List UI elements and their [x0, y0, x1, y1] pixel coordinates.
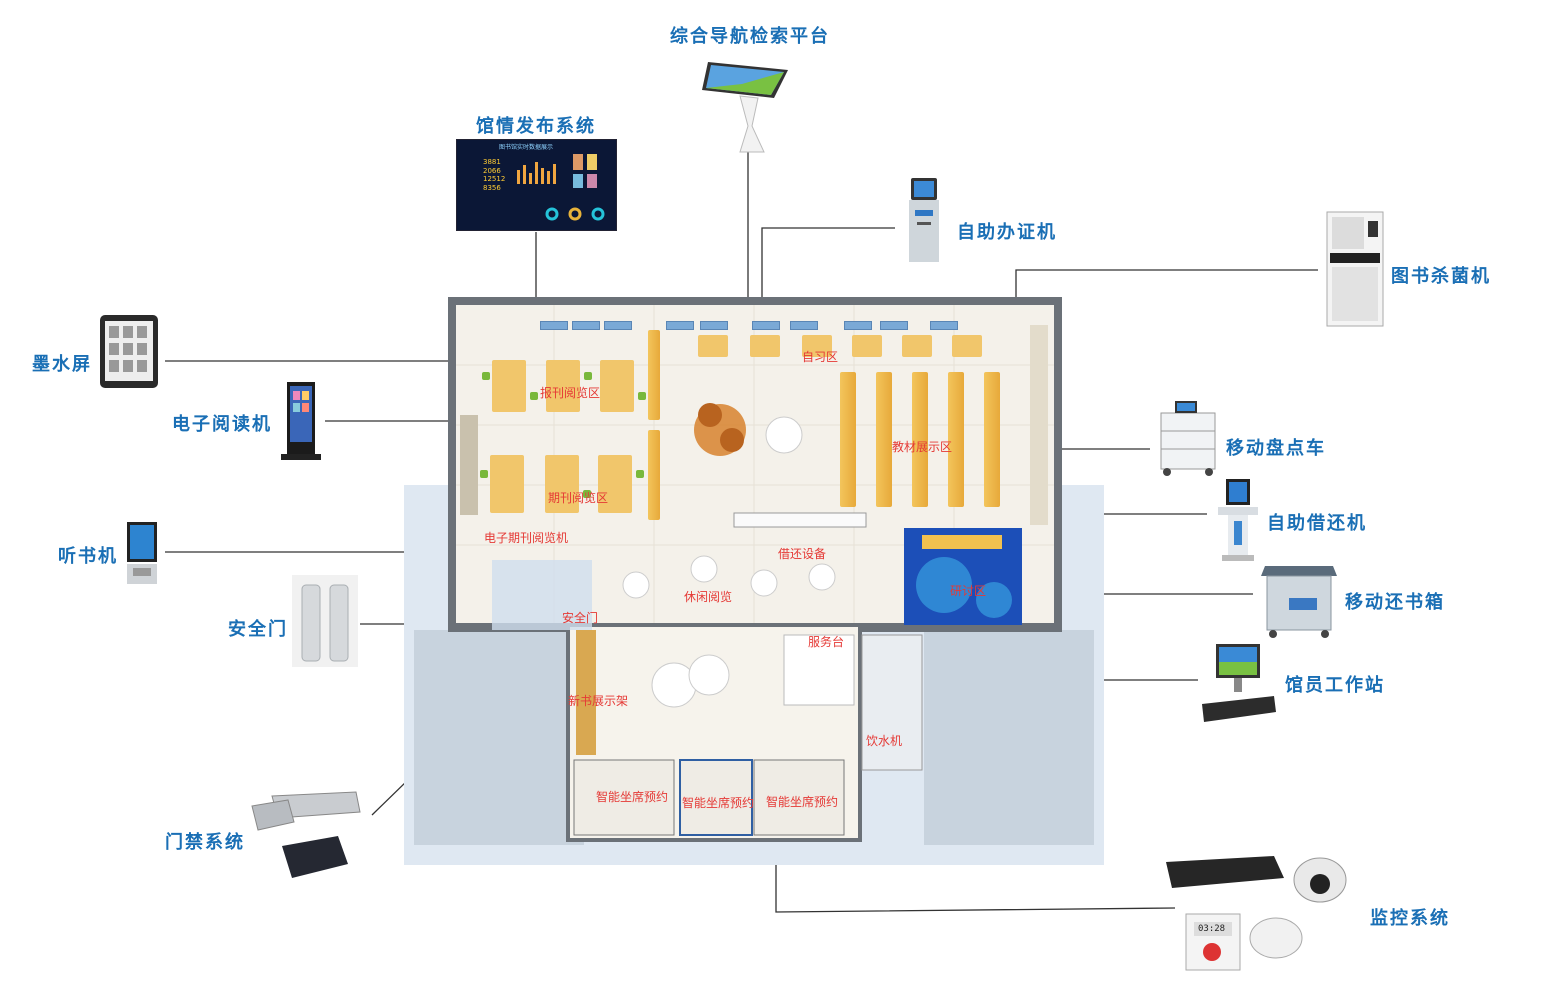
chair — [636, 470, 644, 478]
zone-borrow-device: 借还设备 — [778, 547, 827, 561]
reading-table — [545, 455, 579, 513]
zone-seat-2: 智能坐席预约 — [682, 796, 755, 810]
window — [930, 321, 958, 330]
zone-gate: 安全门 — [562, 611, 599, 625]
callout-librarian-station: 馆员工作站 — [1285, 675, 1385, 696]
zone-water: 饮水机 — [866, 734, 903, 748]
info-release-screen: 图书馆实时数据展示 3881 2066 12512 8356 — [456, 139, 617, 231]
study-table — [902, 335, 932, 357]
zone-e-periodical: 电子期刊阅览机 — [484, 531, 569, 545]
ink-screen-image — [99, 314, 159, 389]
study-table — [952, 335, 982, 357]
textbook-shelf — [876, 372, 892, 507]
audio-book-image — [125, 520, 159, 586]
reading-table — [598, 455, 632, 513]
screen-stat-3: 12512 — [483, 175, 506, 183]
periodical-shelf — [648, 330, 660, 420]
callout-mobile-return: 移动还书箱 — [1345, 592, 1445, 613]
callout-info-release: 馆情发布系统 — [476, 116, 596, 137]
self-borrow-image — [1216, 477, 1260, 563]
chair — [638, 392, 646, 400]
zone-discussion: 研讨区 — [950, 584, 987, 598]
chair — [482, 372, 490, 380]
screen-header: 图书馆实时数据展示 — [499, 144, 554, 151]
study-table — [852, 335, 882, 357]
study-table — [698, 335, 728, 357]
callout-mobile-cart: 移动盘点车 — [1226, 438, 1326, 459]
window — [790, 321, 818, 330]
window — [700, 321, 728, 330]
screen-stat-1: 3881 — [483, 158, 501, 166]
callout-audio-book: 听书机 — [58, 546, 118, 567]
reading-table — [600, 360, 634, 412]
callout-access-control: 门禁系统 — [165, 832, 245, 853]
callout-book-sterilizer: 图书杀菌机 — [1391, 266, 1491, 287]
study-table — [750, 335, 780, 357]
callout-ink-screen: 墨水屏 — [32, 354, 92, 375]
window — [540, 321, 568, 330]
callout-self-card: 自助办证机 — [957, 222, 1057, 243]
monitoring-image: 03:28 — [1164, 852, 1348, 972]
window — [752, 321, 780, 330]
chair — [583, 490, 591, 498]
screen-stat-4: 8356 — [483, 184, 501, 192]
zone-new-books: 新书展示架 — [568, 694, 629, 708]
textbook-shelf — [840, 372, 856, 507]
reading-table — [490, 455, 524, 513]
zone-textbook: 教材展示区 — [892, 440, 953, 454]
mobile-return-image — [1259, 558, 1339, 640]
chair — [480, 470, 488, 478]
chair — [530, 392, 538, 400]
zone-leisure: 休闲阅览 — [684, 590, 733, 604]
chair — [584, 372, 592, 380]
callout-self-borrow: 自助借还机 — [1267, 513, 1367, 534]
zone-newspaper: 报刊阅览区 — [540, 386, 601, 400]
window — [604, 321, 632, 330]
nav-kiosk-image — [702, 56, 798, 156]
periodical-shelf — [648, 430, 660, 520]
textbook-shelf — [948, 372, 964, 507]
callout-security-gate: 安全门 — [228, 619, 288, 640]
callout-e-reader: 电子阅读机 — [172, 414, 272, 435]
alarm-clock-display: 03:28 — [1198, 924, 1226, 934]
textbook-shelf — [984, 372, 1000, 507]
window — [572, 321, 600, 330]
zone-service-desk: 服务台 — [808, 635, 845, 649]
reading-table — [546, 360, 580, 412]
e-reader-image — [281, 381, 321, 461]
callout-monitoring: 监控系统 — [1370, 908, 1450, 929]
mobile-cart-image — [1157, 399, 1219, 477]
window — [844, 321, 872, 330]
window — [880, 321, 908, 330]
access-control-image — [248, 778, 366, 886]
self-card-kiosk-image — [905, 176, 945, 264]
window — [666, 321, 694, 330]
callout-nav-platform: 综合导航检索平台 — [670, 26, 830, 47]
book-sterilizer-image — [1326, 211, 1384, 327]
security-gate-image — [292, 575, 358, 667]
floor-plan — [404, 285, 1104, 865]
textbook-shelf — [912, 372, 928, 507]
floor-plan-drawing — [404, 297, 1104, 865]
librarian-station-image — [1198, 642, 1278, 724]
zone-self-study: 自习区 — [802, 350, 839, 364]
screen-stat-2: 2066 — [483, 167, 501, 175]
zone-seat-1: 智能坐席预约 — [596, 790, 669, 804]
zone-seat-3: 智能坐席预约 — [766, 795, 839, 809]
study-table — [802, 335, 832, 357]
zone-periodical: 期刊阅览区 — [548, 491, 609, 505]
reading-table — [492, 360, 526, 412]
